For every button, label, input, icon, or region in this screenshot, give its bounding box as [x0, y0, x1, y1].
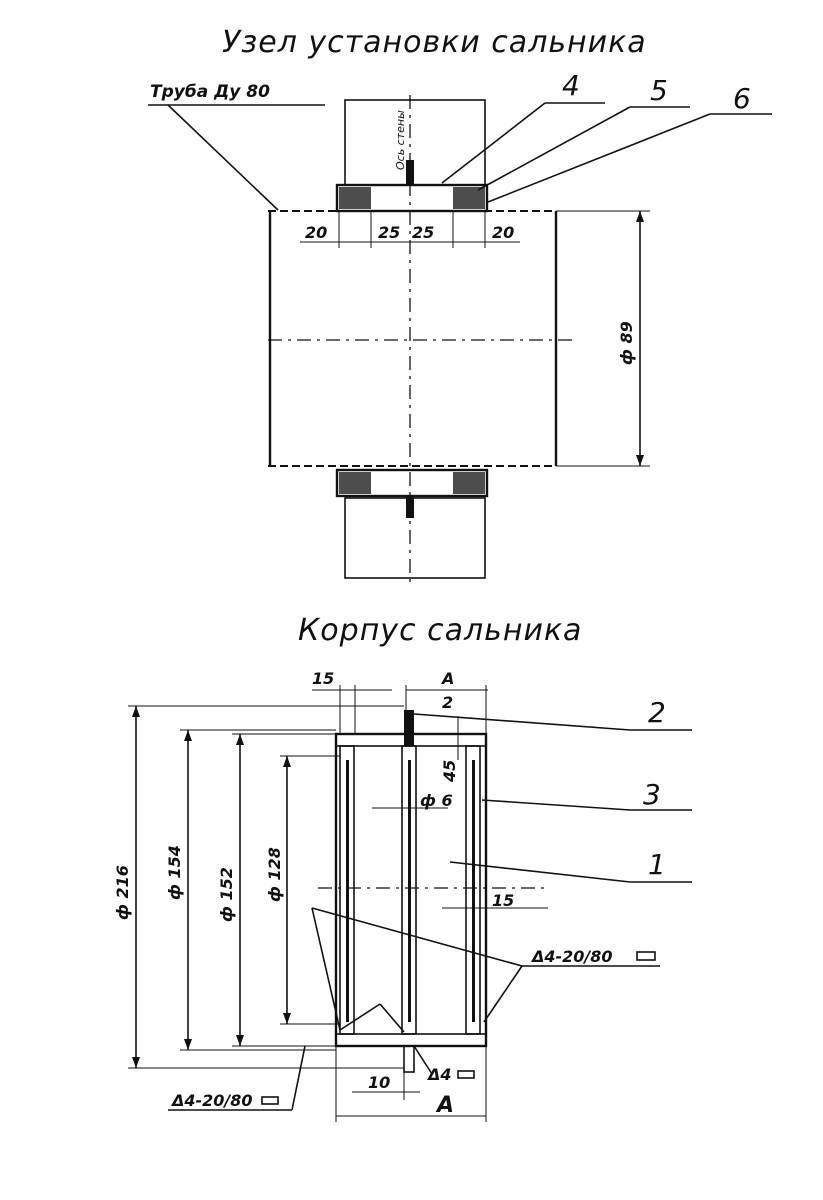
weld-bottom-symbol — [457, 1070, 475, 1079]
callout-5: 5 — [650, 74, 668, 107]
ring-left-core — [346, 760, 349, 1022]
wall-lower — [344, 497, 486, 579]
ring-right-core — [472, 760, 475, 1022]
seal-lower-right-ring — [453, 472, 485, 494]
dim-2-top: 2 — [442, 693, 453, 712]
weld-right-symbol — [636, 951, 656, 961]
weld-left-leader-c — [291, 1045, 306, 1111]
wall-upper — [344, 99, 486, 186]
dim-a-bottom: A — [435, 1093, 454, 1118]
dim-a-top: A — [440, 669, 454, 688]
dim-20-right: 20 — [492, 223, 514, 242]
callout-1: 1 — [648, 848, 666, 881]
callout-4-leader — [441, 102, 546, 184]
seal-upper-right-ring — [453, 187, 485, 209]
ring-center-core — [408, 760, 411, 1022]
callout-2-leader — [413, 713, 631, 731]
callout-2: 2 — [648, 696, 666, 729]
seal-upper-left-ring — [339, 187, 371, 209]
callout-5-leader — [477, 106, 631, 191]
ring-center — [401, 745, 417, 1035]
bottom-view-title: Корпус сальника — [298, 613, 582, 648]
weld-right-leader-2 — [483, 965, 523, 1023]
diameter-152: ф 152 — [217, 867, 236, 922]
flange-plate-bottom — [403, 1045, 415, 1073]
weld-left-symbol — [261, 1096, 279, 1105]
dim-45: 45 — [440, 760, 459, 783]
dim-25-right: 25 — [412, 223, 434, 242]
body-bottom-wall — [335, 1033, 487, 1047]
weld-right-label: Δ4-20/80 — [530, 947, 613, 966]
callout-3: 3 — [643, 778, 661, 811]
pipe-label: Труба Ду 80 — [150, 82, 270, 102]
top-view-title: Узел установки сальника — [222, 25, 647, 60]
callout-6: 6 — [733, 82, 751, 115]
flange-plate-top — [404, 710, 414, 746]
dim-25-left: 25 — [378, 223, 400, 242]
weld-right-leader-1 — [311, 907, 523, 967]
weld-left-label: Δ4-20/80 — [170, 1091, 253, 1110]
dim-phi-6: ф 6 — [420, 791, 453, 810]
callout-4: 4 — [562, 69, 580, 102]
seal-lower-left-ring — [339, 472, 371, 494]
diameter-89: ф 89 — [617, 321, 636, 365]
wall-axis-label: Ось стены — [394, 110, 407, 170]
callout-1-leader — [449, 861, 631, 883]
weld-bottom-leader — [413, 1045, 433, 1075]
dim-20-left: 20 — [305, 223, 327, 242]
ring-left — [339, 745, 355, 1035]
diameter-154: ф 154 — [165, 845, 184, 900]
pipe-leader — [167, 104, 279, 211]
weld-bottom-label: Δ4 — [426, 1065, 452, 1084]
dim-10-bottom: 10 — [368, 1073, 390, 1092]
dim-15-right: 15 — [492, 891, 514, 910]
weld-right-leader-3 — [311, 907, 341, 1031]
dim-15-top: 15 — [312, 669, 334, 688]
diameter-216: ф 216 — [113, 865, 132, 920]
callout-6-leader — [487, 113, 711, 203]
weld-left-leader-a — [339, 1003, 381, 1031]
callout-3-leader — [481, 799, 631, 811]
weld-left-leader-b — [379, 1003, 405, 1033]
diameter-128: ф 128 — [265, 847, 284, 902]
ring-right — [465, 745, 481, 1035]
